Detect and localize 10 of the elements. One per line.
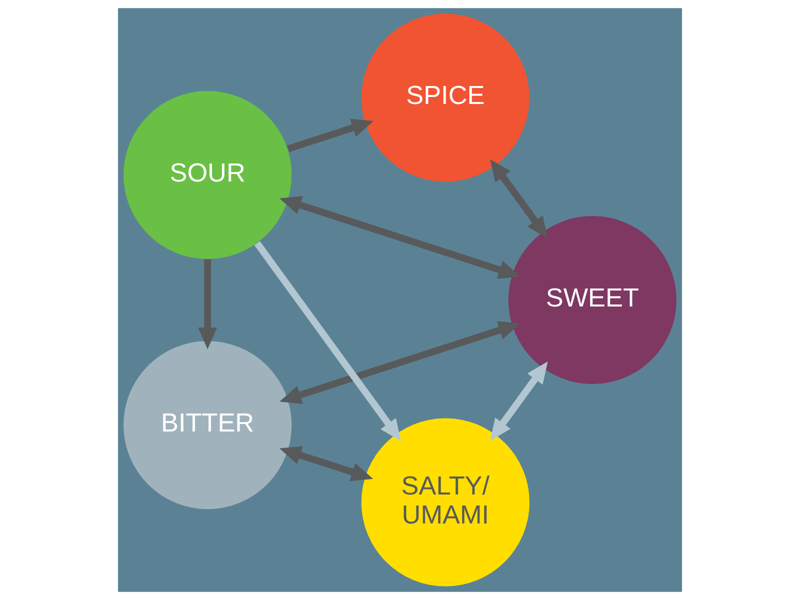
arrow: [287, 118, 374, 152]
arrow: [279, 446, 374, 482]
arrow: [490, 361, 548, 441]
arrow: [280, 321, 520, 404]
arrow: [198, 259, 218, 350]
node-circle: BITTER: [124, 341, 292, 510]
arrow: [280, 196, 520, 279]
arrow: [490, 159, 548, 239]
arrow: [254, 241, 401, 442]
node-circle: SOUR: [124, 90, 292, 259]
